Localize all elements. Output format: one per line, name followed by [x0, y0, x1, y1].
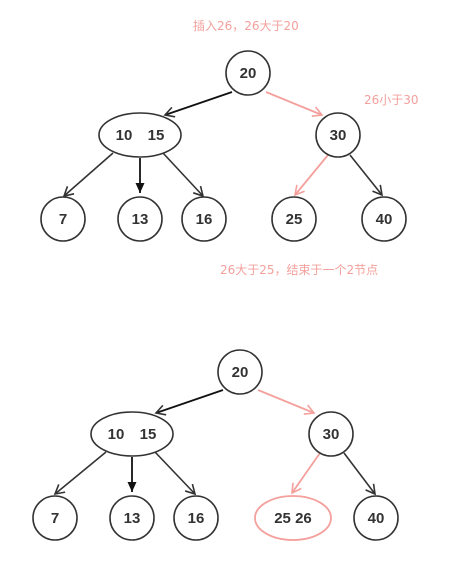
leaf-7-label: 7	[59, 211, 67, 228]
node2-right-label: 30	[323, 426, 340, 443]
edge2-root-to-right-highlight	[257, 389, 316, 416]
edge-left-to-leaf-16	[162, 152, 205, 198]
node-root-label: 20	[240, 65, 257, 82]
leaf2-13-label: 13	[124, 510, 141, 527]
leaf2-13	[109, 495, 155, 541]
edge-right-to-leaf-40	[349, 154, 384, 197]
leaf-16-label: 16	[196, 211, 213, 228]
edge-left-to-leaf-7	[62, 152, 114, 198]
leaf2-7-label: 7	[51, 510, 59, 527]
node-root	[225, 50, 271, 96]
tree-before: 20 10 15 30 7 13 16 25 40	[40, 50, 407, 242]
tree-after: 20 10 15 30 7 13 16 25 26 40	[32, 349, 399, 541]
edge2-right-to-leaf-40	[343, 452, 376, 496]
edge2-right-to-leaf-2526-highlight	[291, 452, 321, 495]
node-left-3node	[98, 112, 182, 158]
node2-left-3node	[90, 411, 174, 457]
annotation-26-less-than-30: 26小于30	[364, 93, 419, 107]
leaf2-16-label: 16	[188, 510, 205, 527]
leaf2-7	[32, 495, 78, 541]
edge2-left-to-leaf-7	[53, 451, 107, 496]
node2-left-key-1: 10	[108, 426, 125, 443]
edge-right-to-leaf-25-highlight	[293, 154, 329, 197]
leaf2-40-label: 40	[368, 510, 385, 527]
node-right-label: 30	[330, 127, 347, 144]
node2-root	[217, 349, 263, 395]
edge2-left-to-leaf-16	[154, 451, 197, 496]
node2-left-key-2: 15	[140, 426, 157, 443]
node-left-key-1: 10	[116, 127, 133, 144]
leaf-25-label: 25	[286, 211, 303, 228]
leaf2-25-26-label: 25 26	[274, 510, 312, 527]
edge2-root-to-left	[154, 389, 224, 416]
node-left-key-2: 15	[148, 127, 165, 144]
leaf-7	[40, 196, 86, 242]
leaf2-40	[353, 495, 399, 541]
leaf-40-label: 40	[376, 211, 393, 228]
node-right	[315, 112, 361, 158]
leaf-40	[361, 196, 407, 242]
annotation-ends-at-2-node: 26大于25，结束于一个2节点	[220, 263, 378, 277]
edge-root-to-left	[163, 91, 233, 118]
leaf-25	[271, 196, 317, 242]
node2-root-label: 20	[232, 364, 249, 381]
leaf-13-label: 13	[132, 211, 149, 228]
node2-right	[308, 411, 354, 457]
leaf-16	[181, 196, 227, 242]
leaf2-16	[173, 495, 219, 541]
leaf2-25-26-3node-highlight	[254, 495, 332, 541]
annotation-insert-26: 插入26，26大于20	[193, 19, 299, 33]
edge-root-to-right-highlight	[265, 91, 324, 118]
leaf-13	[117, 196, 163, 242]
